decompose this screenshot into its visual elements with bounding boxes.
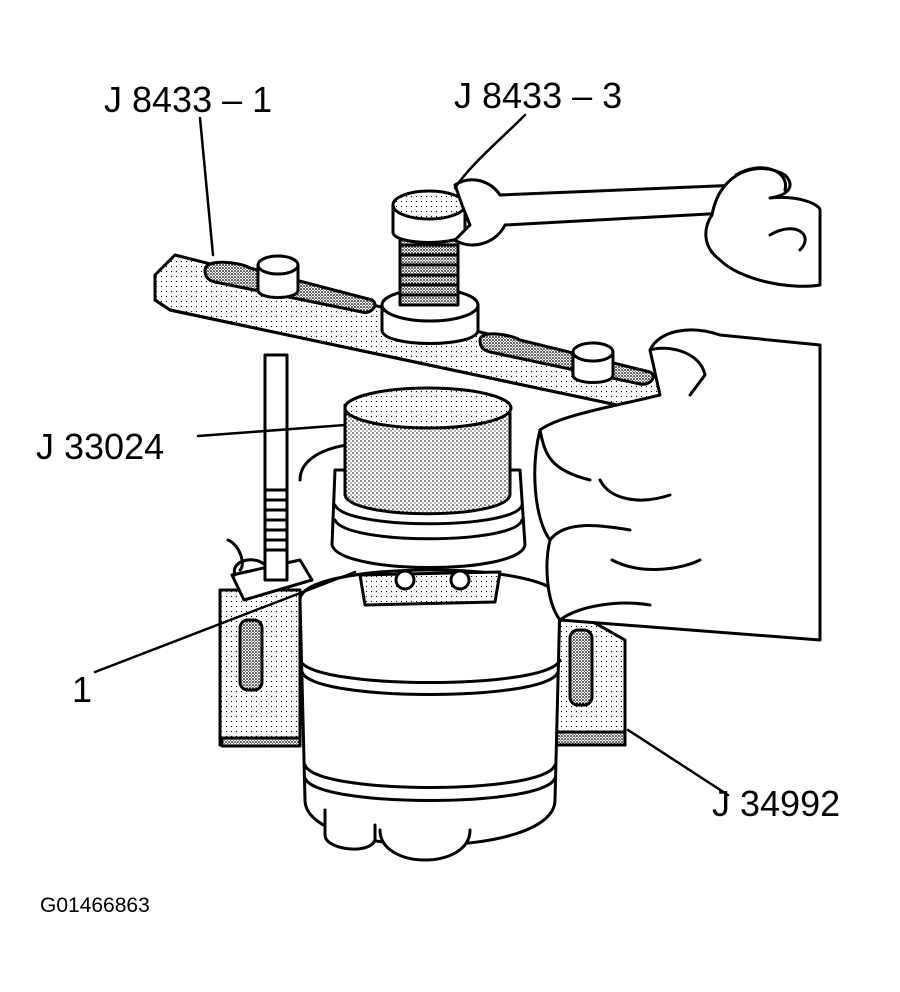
leader-bridge	[198, 116, 215, 257]
figure-id: G01466863	[40, 894, 150, 917]
bridge-bolt-right	[571, 341, 615, 384]
forcing-screw	[380, 189, 480, 345]
adapter-cup	[343, 386, 513, 516]
holding-fixture	[218, 538, 627, 748]
callout-screw: J 8433 – 3	[454, 75, 623, 116]
leader-component	[93, 570, 357, 674]
callout-fixture: J 34992	[712, 783, 841, 824]
leader-lines	[93, 113, 730, 797]
callout-component: 1	[72, 669, 93, 710]
hand-upper	[704, 166, 822, 288]
hand-lower	[533, 328, 822, 642]
leader-screw	[453, 113, 527, 190]
leader-fixture	[626, 728, 730, 797]
callout-adapter: J 33024	[36, 426, 165, 467]
leader-adapter	[196, 423, 347, 438]
gear-unit	[298, 442, 562, 862]
bridge-bolt-left	[256, 254, 300, 299]
callout-bridge: J 8433 – 1	[104, 79, 273, 120]
tie-bolt-left	[232, 353, 289, 582]
